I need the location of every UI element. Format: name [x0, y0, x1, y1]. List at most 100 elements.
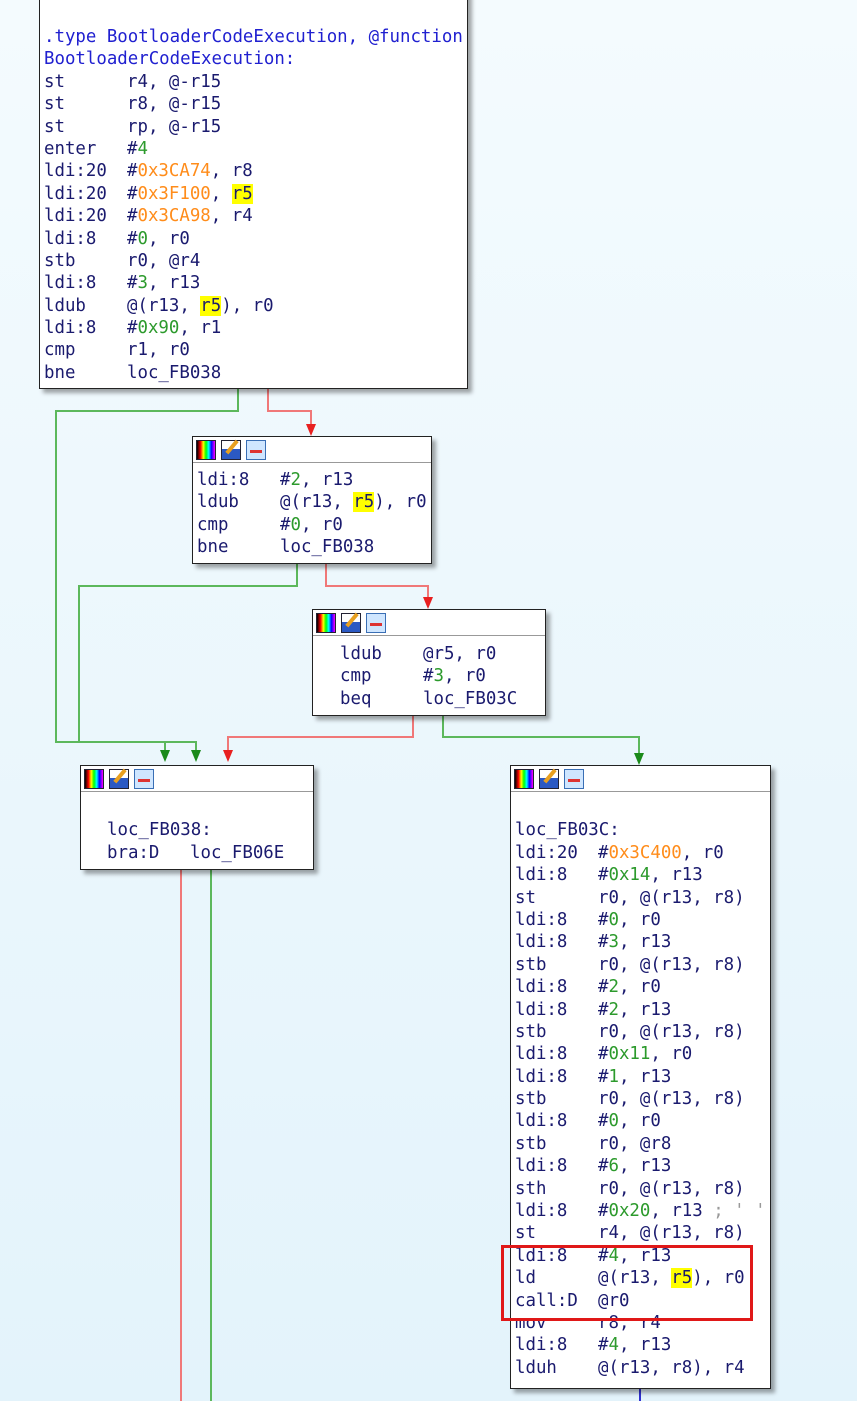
instruction-line[interactable]	[515, 797, 766, 819]
mnemonic: ldub	[44, 295, 86, 316]
instruction-line[interactable]: bne loc_FB038	[44, 362, 463, 384]
operand: #	[423, 666, 434, 687]
instruction-line[interactable]: ldi:20#0x3CA74, r8	[44, 160, 463, 182]
instruction-line[interactable]: ldub@r5, r0	[340, 643, 517, 665]
color-palette-icon[interactable]	[514, 768, 534, 789]
operand: r1, r0	[127, 340, 190, 361]
instruction-line[interactable]: ldi:20#0x3C400, r0	[515, 842, 766, 864]
instruction-line[interactable]: ldi:8#2, r0	[515, 976, 766, 998]
instruction-line[interactable]: ldi:8#3, r13	[44, 272, 463, 294]
instruction-line[interactable]: ldub@(r13, r5), r0	[44, 295, 463, 317]
instruction-line[interactable]: ldi:8#4, r13	[515, 1334, 766, 1356]
instruction-line[interactable]: st r0, @(r13, r8)	[515, 887, 766, 909]
operand: , r0	[681, 842, 724, 863]
instruction-line[interactable]: ldub@(r13, r5), r0	[197, 491, 427, 513]
edit-block-icon[interactable]	[221, 439, 241, 460]
mnemonic: ldi:8	[515, 1044, 568, 1065]
operand: , r0	[443, 666, 486, 687]
instruction-line[interactable]: ldi:8#0, r0	[515, 909, 766, 931]
mnemonic: ldi:8	[515, 1156, 568, 1177]
mnemonic: ldi:8	[197, 470, 250, 490]
mnemonic: mov	[515, 1312, 547, 1333]
operand: #	[598, 1066, 609, 1087]
instruction-line[interactable]: call:D@r0	[515, 1290, 766, 1312]
instruction-line[interactable]: ldi:8#0x11, r0	[515, 1043, 766, 1065]
operand: loc_FB038	[127, 362, 222, 383]
edge-b3-to-fb038	[227, 715, 414, 752]
operand: #	[598, 999, 609, 1020]
operand: , r13	[650, 1201, 714, 1222]
color-palette-icon[interactable]	[196, 439, 216, 460]
instruction-line[interactable]: ldi:8#0, r0	[44, 228, 463, 250]
operand: 0x3C400	[608, 842, 682, 863]
instruction-line[interactable]: .type BootloaderCodeExecution, @function	[44, 26, 463, 48]
instruction-line[interactable]: ldi:8#2, r13	[197, 469, 427, 491]
instruction-line[interactable]: ldi:8#2, r13	[515, 999, 766, 1021]
instruction-line[interactable]	[107, 797, 284, 819]
instruction-line[interactable]: lduh@(r13, r8), r4	[515, 1357, 766, 1379]
edit-block-icon[interactable]	[341, 612, 361, 633]
group-nodes-icon[interactable]	[366, 612, 386, 633]
operand: loc_FB03C:	[515, 820, 620, 841]
mnemonic: st	[44, 71, 65, 92]
group-nodes-icon[interactable]	[134, 768, 154, 789]
instruction-line[interactable]: ldi:8#1, r13	[515, 1066, 766, 1088]
instruction-line[interactable]: BootloaderCodeExecution:	[44, 48, 463, 70]
instruction-line[interactable]: ldi:8#0x90, r1	[44, 317, 463, 339]
instruction-line[interactable]: ldi:8#4, r13	[515, 1245, 766, 1267]
instruction-line[interactable]: loc_FB038:	[107, 819, 284, 841]
mnemonic: ldi:8	[515, 977, 568, 998]
operand: #	[127, 228, 138, 249]
color-palette-icon[interactable]	[84, 768, 104, 789]
group-nodes-icon[interactable]	[246, 439, 266, 460]
instruction-line[interactable]: enter#4	[44, 138, 463, 160]
instruction-line[interactable]: ld@(r13, r5), r0	[515, 1267, 766, 1289]
instruction-line[interactable]: ldi:8#3, r13	[515, 931, 766, 953]
operand: r0, @(r13, r8)	[598, 887, 745, 908]
operand: #	[280, 470, 291, 490]
mnemonic: st	[515, 887, 536, 908]
edit-block-icon[interactable]	[109, 768, 129, 789]
operand: 2	[608, 977, 619, 998]
instruction-line[interactable]: ldi:8#0x14, r13	[515, 864, 766, 886]
operand: ), r0	[221, 295, 274, 316]
mnemonic: ldi:20	[44, 206, 107, 227]
color-palette-icon[interactable]	[316, 612, 336, 633]
instruction-line[interactable]: ldi:8#6, r13	[515, 1155, 766, 1177]
operand: r0, @r8	[598, 1133, 672, 1154]
instruction-line[interactable]: ldi:20#0x3CA98, r4	[44, 205, 463, 227]
instruction-line[interactable]: ldi:8#0x20, r13 ; ' '	[515, 1200, 766, 1222]
instruction-line[interactable]: ldi:20#0x3F100, r5	[44, 183, 463, 205]
operand: , r4	[210, 206, 253, 227]
instruction-line[interactable]: ldi:8#0, r0	[515, 1110, 766, 1132]
edge-entry-to-fb038	[55, 388, 239, 752]
operand: #	[598, 909, 609, 930]
mnemonic: bne	[44, 362, 76, 383]
edit-block-icon[interactable]	[539, 768, 559, 789]
instruction-line[interactable]: cmp#0, r0	[197, 514, 427, 536]
instruction-line[interactable]: cmp#3, r0	[340, 665, 517, 687]
mnemonic: ldi:20	[515, 842, 578, 863]
instruction-line[interactable]: loc_FB03C:	[515, 819, 766, 841]
code-block-entry[interactable]: .type BootloaderCodeExecution, @function…	[39, 0, 468, 389]
group-nodes-icon[interactable]	[564, 768, 584, 789]
